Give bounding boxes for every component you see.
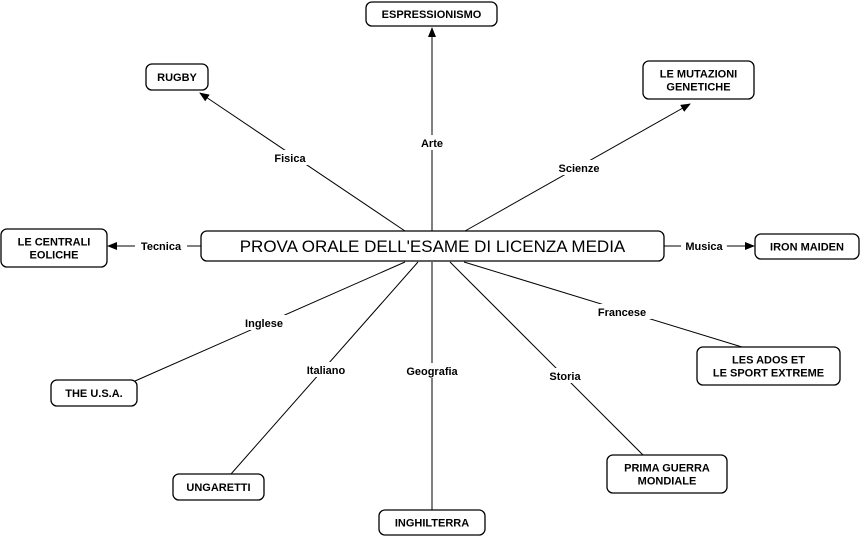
link-label-bg <box>399 363 465 378</box>
link-label-storia: Storia <box>549 371 581 383</box>
link-label-tecnica: Tecnica <box>141 241 182 253</box>
concept-node-geografia[interactable]: INGHILTERRA <box>378 509 486 536</box>
link-label-bg <box>296 362 356 377</box>
link-line-storia <box>449 261 644 456</box>
link-label-arte: Arte <box>421 138 443 150</box>
concept-node-inglese[interactable]: THE U.S.A. <box>50 379 138 407</box>
link-label-bg <box>542 368 588 383</box>
link-label-musica: Musica <box>685 241 723 253</box>
concept-text: IRON MAIDEN <box>770 242 844 254</box>
concept-text: UNGARETTI <box>186 482 250 494</box>
concept-node-musica[interactable]: IRON MAIDEN <box>754 233 860 260</box>
link-label-scienze: Scienze <box>559 163 600 175</box>
link-label-bg <box>552 160 606 175</box>
concept-text: GENETICHE <box>666 82 730 94</box>
central-concept-node[interactable]: PROVA ORALE DELL'ESAME DI LICENZA MEDIA <box>200 230 665 262</box>
link-label-bg <box>415 135 449 150</box>
central-concept-text: PROVA ORALE DELL'ESAME DI LICENZA MEDIA <box>240 237 626 256</box>
concept-text: LES ADOS ET <box>732 355 805 367</box>
concept-node-fisica[interactable]: RUGBY <box>145 63 209 91</box>
concept-text: LE SPORT EXTREME <box>713 368 824 380</box>
link-label-italiano: Italiano <box>307 365 346 377</box>
concept-text: ESPRESSIONISMO <box>382 9 482 21</box>
concept-text: LE MUTAZIONI <box>660 69 737 81</box>
concept-text: PRIMA GUERRA <box>624 463 710 475</box>
link-label-fisica: Fisica <box>274 153 306 165</box>
link-label-bg <box>134 238 188 253</box>
link-label-inglese: Inglese <box>245 318 283 330</box>
link-label-bg <box>681 238 727 253</box>
link-label-francese: Francese <box>598 307 646 319</box>
concept-text: THE U.S.A. <box>65 388 122 400</box>
concept-text: MONDIALE <box>638 476 697 488</box>
concept-node-arte[interactable]: ESPRESSIONISMO <box>365 1 498 27</box>
concept-text: LE CENTRALI <box>18 237 91 249</box>
link-label-bg <box>592 304 652 319</box>
concept-node-italiano[interactable]: UNGARETTI <box>172 473 265 501</box>
concept-text: INGHILTERRA <box>395 518 469 530</box>
link-label-bg <box>267 150 313 165</box>
concept-text: EOLICHE <box>30 250 79 262</box>
link-label-geografia: Geografia <box>406 366 458 378</box>
link-label-bg <box>237 315 291 330</box>
concept-text: RUGBY <box>157 72 197 84</box>
